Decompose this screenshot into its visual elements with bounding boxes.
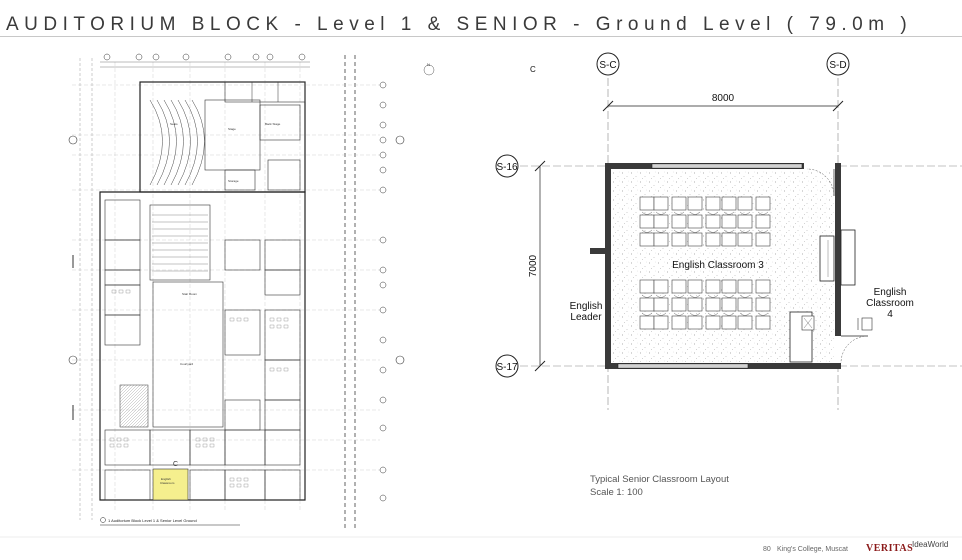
grid-bubble-s-16 — [495, 154, 519, 178]
grid-bubble-s-17 — [495, 354, 519, 378]
page-number: 80 — [763, 546, 771, 553]
svg-text:Stage: Stage — [228, 127, 236, 131]
detail-caption-scale: Scale 1: 100 — [590, 487, 643, 498]
svg-text:Stair Room: Stair Room — [182, 292, 198, 296]
left-label-line2: Leader — [570, 312, 602, 323]
svg-text:Courtyard: Courtyard — [180, 362, 194, 366]
highlighted-classroom — [152, 468, 189, 501]
svg-text:Back Stage: Back Stage — [265, 122, 281, 126]
partner-logo: IdeaWorld — [912, 540, 949, 549]
svg-text:C: C — [173, 461, 178, 468]
page-title: AUDITORIUM BLOCK - Level 1 & SENIOR - Gr… — [6, 14, 913, 35]
classroom-detail-plan: S-C S-D S-16 S-17 C 8000 7000 — [495, 52, 962, 410]
right-label-line3: 4 — [887, 309, 893, 320]
right-label-line1: English — [874, 287, 907, 298]
plan-caption: 1 Auditorium Block Level 1 & Senior Leve… — [108, 518, 197, 523]
room-label: English Classroom 3 — [672, 260, 764, 271]
corner-mark: C — [530, 65, 536, 74]
svg-text:Storage: Storage — [228, 179, 239, 183]
brand-logo: VERITAS — [866, 543, 914, 554]
right-label-line2: Classroom — [866, 298, 914, 309]
grid-bubble-s-c — [596, 52, 620, 76]
svg-text:N: N — [427, 62, 430, 67]
detail-caption-title: Typical Senior Classroom Layout — [590, 474, 729, 485]
svg-text:Classroom: Classroom — [160, 481, 175, 485]
title-divider — [0, 36, 962, 37]
north-arrow-icon — [423, 64, 435, 76]
svg-text:S-16: S-16 — [496, 162, 518, 173]
svg-text:Seats: Seats — [170, 122, 178, 126]
left-label-line1: English — [570, 301, 603, 312]
width-dimension: 8000 — [712, 93, 735, 104]
svg-text:English: English — [161, 477, 171, 481]
grid-bubble-s-d — [826, 52, 850, 76]
footer-school: King's College, Muscat — [777, 546, 848, 553]
site-floor-plan: Stage Back Stage Storage Seats Stair Roo… — [68, 53, 435, 528]
depth-dimension: 7000 — [528, 254, 539, 277]
svg-text:S-C: S-C — [599, 60, 616, 71]
svg-text:S-17: S-17 — [496, 362, 518, 373]
svg-text:S-D: S-D — [829, 60, 846, 71]
